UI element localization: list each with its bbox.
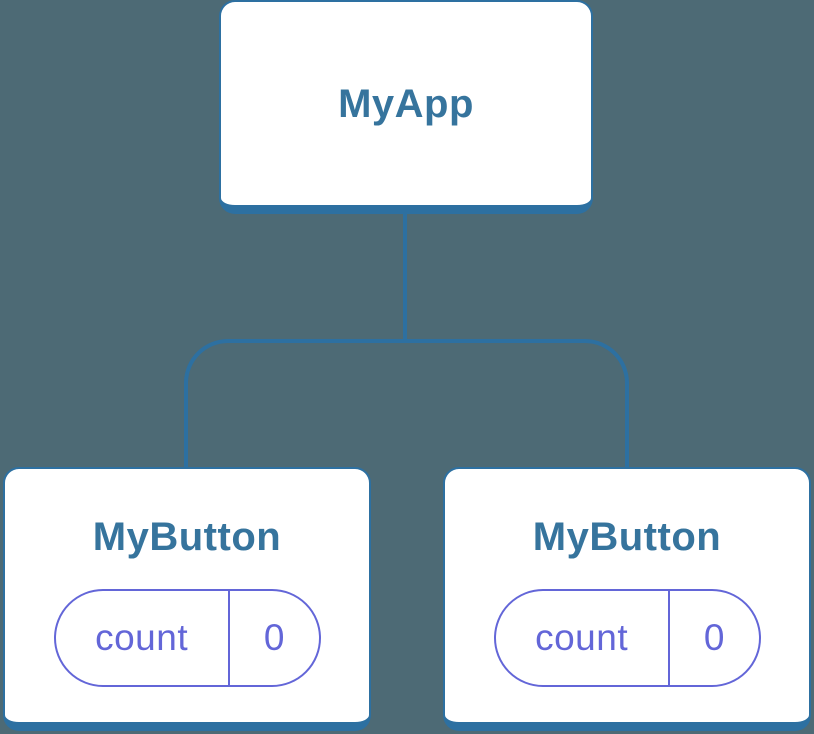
state-name-left: count [56, 591, 230, 685]
state-pill-left: count 0 [53, 589, 321, 687]
node-mybutton-right-title: MyButton [532, 515, 722, 559]
state-pill-right: count 0 [493, 589, 761, 687]
state-value-left: 0 [263, 617, 285, 658]
state-value-right: 0 [703, 617, 725, 658]
node-myapp: MyApp [219, 0, 593, 214]
state-name-right: count [496, 591, 670, 685]
node-mybutton-left: MyButton count 0 [3, 467, 371, 731]
connector-stem [403, 212, 407, 341]
node-myapp-title: MyApp [338, 81, 474, 126]
node-mybutton-right: MyButton count 0 [443, 467, 811, 731]
connector-bracket [184, 339, 629, 467]
node-mybutton-left-title: MyButton [92, 515, 282, 559]
